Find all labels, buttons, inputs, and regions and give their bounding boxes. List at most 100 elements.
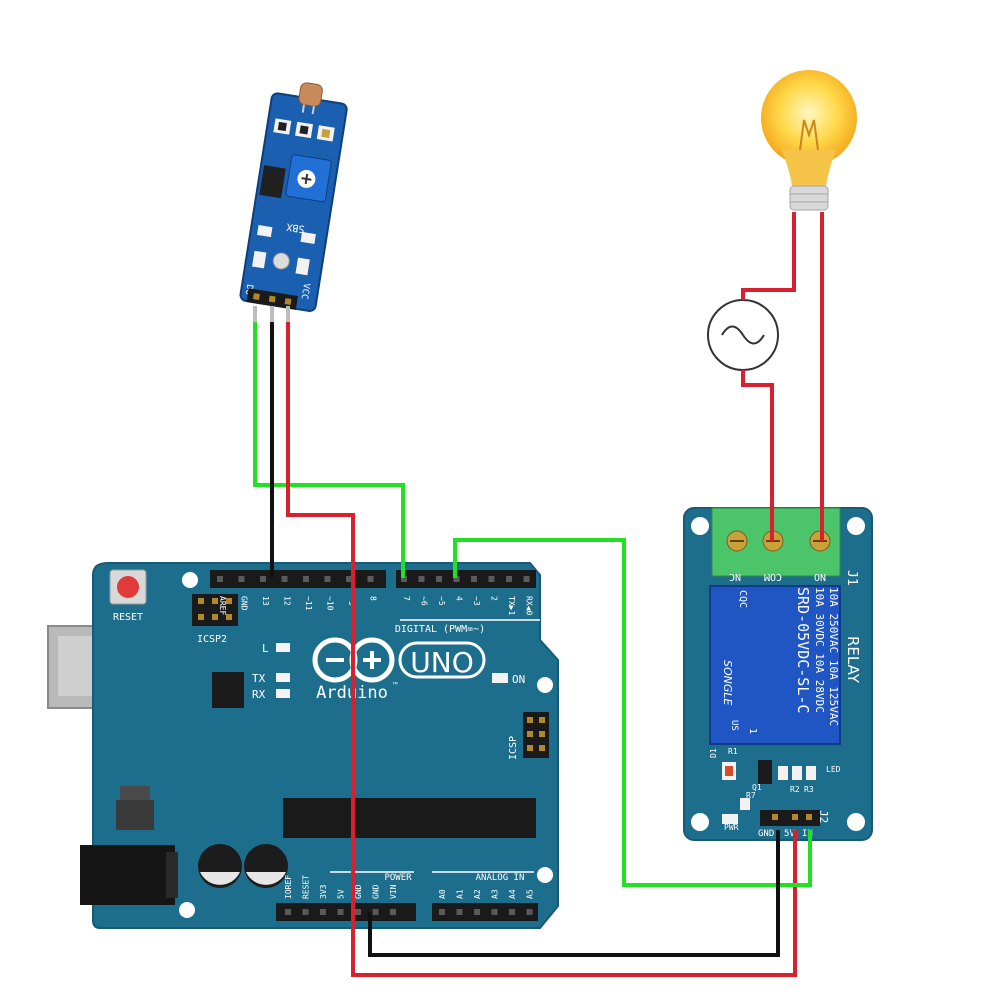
- relay-body: [709, 585, 841, 745]
- pin-socket: [453, 576, 460, 582]
- pin-label: GND: [240, 596, 249, 611]
- pin-socket: [346, 576, 352, 582]
- pin-socket: [337, 909, 344, 915]
- relay-r1-label: R1: [728, 747, 738, 756]
- pin-label: 5V: [337, 889, 346, 899]
- pin-label: 7: [402, 596, 411, 601]
- led-on-label: ON: [512, 673, 525, 686]
- pin-socket: [367, 576, 374, 582]
- relay-module: NC COM NO J1 10A 250VAC 10A 125VAC 10A 3…: [683, 507, 873, 841]
- pin-socket: [506, 576, 512, 582]
- pin-socket: [320, 909, 326, 915]
- pin-socket: [474, 909, 480, 915]
- relay-model: SRD-05VDC-SL-C: [794, 587, 812, 713]
- j2-label: J2: [817, 810, 830, 823]
- pin-label: RX◀0: [525, 596, 534, 615]
- sbx-label: SBX: [286, 220, 306, 234]
- pin-socket: [390, 909, 396, 915]
- pin-socket: [281, 576, 288, 582]
- digital-header-right: [396, 570, 536, 588]
- pin-socket: [471, 576, 477, 582]
- terminal-no-label: NO: [814, 571, 826, 582]
- relay-led-label: LED: [826, 765, 841, 774]
- led-l: [276, 643, 290, 652]
- photoresistor: [298, 82, 323, 107]
- pin-label: VIN: [389, 884, 398, 899]
- relay-us: US: [729, 720, 739, 731]
- pin-socket: [260, 576, 266, 582]
- capacitor: [198, 844, 242, 888]
- led-l-label: L: [262, 642, 269, 655]
- pin-label: RESET: [302, 875, 311, 899]
- pin-socket: [217, 576, 223, 582]
- digital-pin-sockets: [217, 576, 530, 582]
- terminal-screw: [726, 530, 748, 552]
- bulb-base: [789, 185, 829, 211]
- icsp-header: [523, 712, 549, 758]
- pin-socket: [439, 909, 445, 915]
- sensor-vcc-label: VCC: [299, 282, 311, 300]
- wires: [253, 212, 824, 977]
- wire-sensor-do-to-pin7: [253, 322, 405, 578]
- pin-socket: [355, 909, 361, 915]
- digital-label: DIGITAL (PWM=~): [395, 624, 485, 635]
- wire-gnd-to-relay-gnd: [368, 830, 780, 957]
- relay-title: RELAY: [844, 636, 862, 684]
- icsp2-label: ICSP2: [197, 634, 227, 645]
- pin-socket: [526, 909, 533, 915]
- pin-socket: [488, 576, 495, 582]
- pin-label: ~6: [420, 596, 429, 606]
- pin-label: A2: [473, 889, 482, 899]
- relay-pin-5v-label: 5V: [784, 829, 795, 839]
- relay-brand: SONGLE: [721, 660, 734, 706]
- analog-header: [432, 903, 538, 921]
- pin-socket: [418, 576, 425, 582]
- pin-label: GND: [354, 884, 363, 899]
- power-label: POWER: [384, 873, 412, 883]
- pin-socket: [302, 909, 309, 915]
- transistor-q1: [758, 760, 772, 784]
- sensor-pin-do: [253, 306, 257, 324]
- relay-pin-in-label: IN: [802, 829, 813, 839]
- led-rx: [276, 689, 290, 698]
- mounting-hole: [537, 867, 553, 883]
- pin-label: TX▶1: [507, 596, 516, 615]
- pin-label: 2: [490, 596, 499, 601]
- arduino-tm: ™: [392, 681, 398, 690]
- usb-chip: [212, 672, 244, 708]
- pin-label: ~10: [326, 596, 335, 611]
- relay-pwr-label: PWR: [724, 823, 739, 832]
- power-header: [276, 903, 416, 921]
- led-tx: [276, 673, 290, 682]
- ac-source: [707, 299, 779, 371]
- capacitor: [244, 844, 288, 888]
- pin-label: 13: [261, 596, 270, 606]
- wire-relay-com-to-ac: [741, 370, 774, 541]
- pin-label: 3V3: [319, 884, 328, 899]
- sensor-pin-vcc: [286, 306, 290, 324]
- relay-spec2: 10A 30VDC 10A 28VDC: [813, 587, 826, 713]
- comparator-chip: [259, 165, 286, 199]
- pin-socket: [456, 909, 463, 915]
- pin-socket: [238, 576, 245, 582]
- pin-socket: [324, 576, 331, 582]
- reset-button-cap[interactable]: [117, 576, 139, 598]
- pin-socket: [491, 909, 498, 915]
- icsp-label: ICSP: [508, 736, 519, 760]
- analog-label: ANALOG IN: [476, 873, 525, 883]
- j1-label: J1: [844, 570, 859, 586]
- pin-label: GND: [372, 884, 381, 899]
- pin-socket: [401, 576, 407, 582]
- pin-label: AREF: [218, 596, 227, 615]
- pin-label: A0: [438, 889, 447, 899]
- pin-label: ~11: [304, 596, 313, 611]
- uno-label: UNO: [410, 646, 473, 679]
- atmega-chip: [283, 798, 536, 838]
- light-sensor-module: SBX DO VCC: [239, 82, 348, 312]
- wire-pin4-to-relay-in: [453, 538, 812, 887]
- relay-pin-gnd-label: GND: [758, 829, 774, 839]
- power-pin-sockets: [285, 909, 396, 915]
